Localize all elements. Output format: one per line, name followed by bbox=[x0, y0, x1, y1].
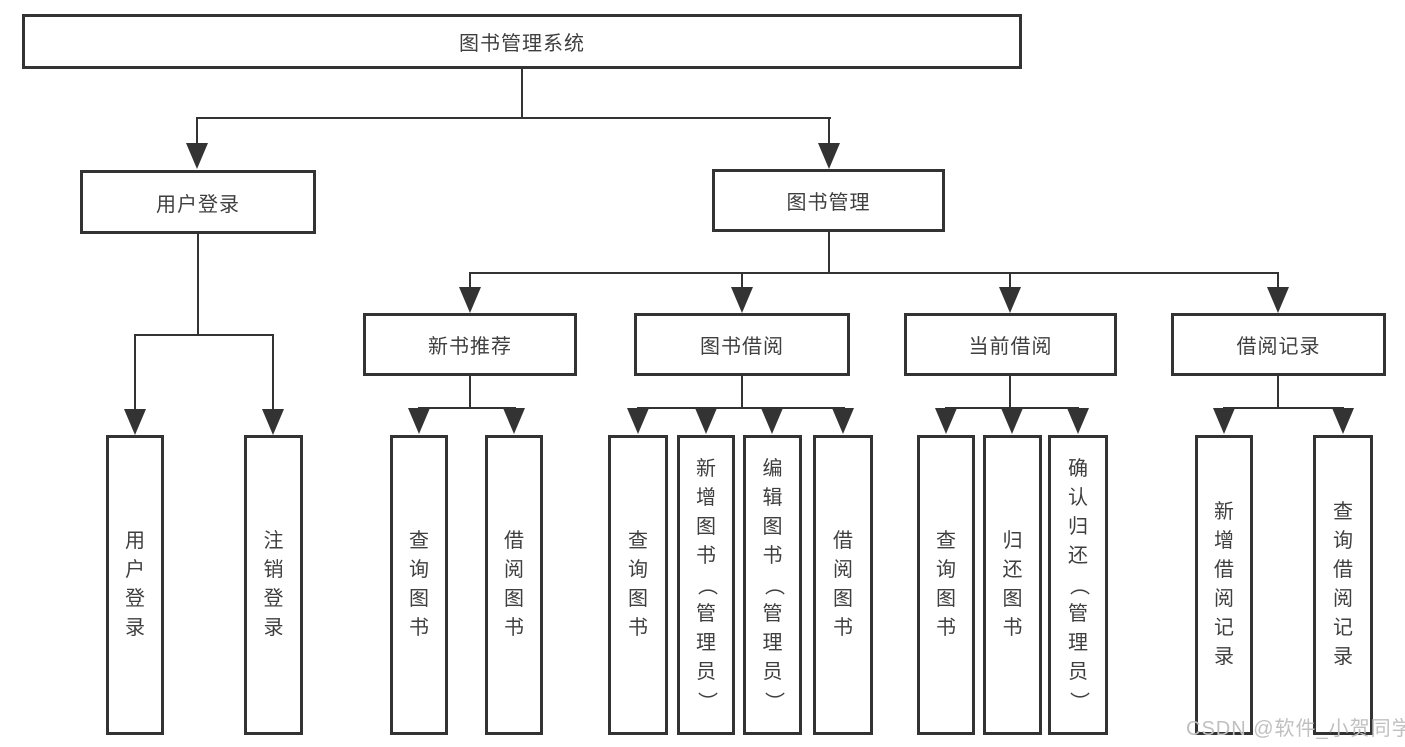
leaf-nb-borrow-books-label: 借阅图书 bbox=[504, 530, 524, 639]
leaf-cb-query-books-label: 查询图书 bbox=[936, 530, 956, 639]
node-current-borrowing-label: 当前借阅 bbox=[968, 336, 1053, 358]
arrow-to-br-query bbox=[1332, 408, 1354, 434]
connector-new-book-branch bbox=[418, 407, 516, 409]
arrow-to-book-management bbox=[818, 143, 840, 169]
csdn-watermark: CSDN @软件_小贺同学 bbox=[1186, 718, 1405, 740]
arrow-to-borrow-records bbox=[1267, 287, 1289, 313]
node-new-book-recommend: 新书推荐 bbox=[363, 313, 577, 376]
leaf-br-add-record-label: 新增借阅记录 bbox=[1214, 501, 1234, 668]
node-book-management-label: 图书管理 bbox=[786, 192, 871, 214]
leaf-br-query-record: 查询借阅记录 bbox=[1313, 435, 1373, 735]
leaf-bb-query-books: 查询图书 bbox=[608, 435, 668, 735]
connector-drop-user-login bbox=[196, 117, 198, 145]
leaf-bb-borrow-books: 借阅图书 bbox=[813, 435, 873, 735]
leaf-cb-return-books-label: 归还图书 bbox=[1002, 530, 1023, 639]
leaf-cb-confirm-return-admin-label: 确认归还（管理员） bbox=[1067, 457, 1090, 712]
connector-root-stem bbox=[521, 69, 523, 119]
leaf-br-query-record-label: 查询借阅记录 bbox=[1333, 501, 1353, 668]
connector-branch-level1 bbox=[196, 117, 831, 119]
leaf-bb-borrow-books-label: 借阅图书 bbox=[833, 530, 853, 639]
connector-book-borrow-stem bbox=[741, 376, 743, 409]
connector-drop-current-borrow bbox=[1009, 272, 1011, 288]
node-book-management: 图书管理 bbox=[712, 169, 945, 232]
arrow-to-user-login bbox=[186, 143, 208, 169]
arrow-to-cb-confirm bbox=[1067, 408, 1089, 434]
node-new-book-recommend-label: 新书推荐 bbox=[428, 336, 512, 358]
arrow-to-br-add bbox=[1213, 408, 1235, 434]
leaf-user-login: 用户登录 bbox=[106, 435, 164, 735]
connector-book-borrow-branch bbox=[637, 407, 845, 409]
node-book-borrowing: 图书借阅 bbox=[634, 313, 850, 376]
node-user-login: 用户登录 bbox=[80, 170, 316, 234]
leaf-cb-query-books: 查询图书 bbox=[917, 435, 975, 735]
arrow-to-bb-edit bbox=[761, 408, 783, 434]
leaf-nb-query-books: 查询图书 bbox=[390, 435, 448, 735]
node-user-login-label: 用户登录 bbox=[156, 193, 240, 216]
connector-drop-book-management bbox=[828, 117, 830, 145]
node-root: 图书管理系统 bbox=[22, 14, 1022, 69]
connector-drop-logout-leaf bbox=[272, 334, 274, 410]
leaf-bb-add-books-admin-label: 新增图书（管理员） bbox=[695, 457, 718, 712]
connector-drop-new-book bbox=[469, 272, 471, 288]
connector-branch-level2 bbox=[469, 272, 1279, 274]
leaf-br-add-record: 新增借阅记录 bbox=[1195, 435, 1253, 735]
leaf-bb-edit-books-admin: 编辑图书（管理员） bbox=[743, 435, 802, 735]
arrow-to-cb-return bbox=[1001, 408, 1023, 434]
connector-user-login-branch bbox=[134, 334, 274, 336]
leaf-user-login-label: 用户登录 bbox=[125, 530, 145, 639]
connector-drop-borrow-records bbox=[1277, 272, 1279, 288]
arrow-to-nb-query bbox=[408, 408, 430, 434]
connector-drop-book-borrow bbox=[741, 272, 743, 288]
node-book-borrowing-label: 图书借阅 bbox=[700, 336, 784, 358]
node-current-borrowing: 当前借阅 bbox=[904, 313, 1117, 376]
arrow-to-current-borrow bbox=[999, 287, 1021, 313]
arrow-to-nb-borrow bbox=[503, 408, 525, 434]
arrow-to-bb-query bbox=[627, 408, 649, 434]
connector-current-borrow-stem bbox=[1009, 376, 1011, 409]
node-borrow-records: 借阅记录 bbox=[1171, 313, 1386, 376]
connector-book-management-stem bbox=[828, 232, 830, 274]
arrow-to-new-book bbox=[459, 287, 481, 313]
arrow-to-bb-add bbox=[695, 408, 717, 434]
connector-borrow-records-branch bbox=[1223, 407, 1344, 409]
leaf-cb-confirm-return-admin: 确认归还（管理员） bbox=[1048, 435, 1108, 735]
leaf-nb-query-books-label: 查询图书 bbox=[409, 530, 429, 639]
node-borrow-records-label: 借阅记录 bbox=[1236, 336, 1321, 358]
leaf-bb-edit-books-admin-label: 编辑图书（管理员） bbox=[762, 457, 784, 712]
arrow-to-logout-leaf bbox=[262, 409, 284, 435]
leaf-bb-query-books-label: 查询图书 bbox=[628, 530, 648, 639]
leaf-bb-add-books-admin: 新增图书（管理员） bbox=[677, 435, 735, 735]
connector-borrow-records-stem bbox=[1277, 376, 1279, 409]
leaf-logout-label: 注销登录 bbox=[263, 530, 284, 639]
arrow-to-login-leaf bbox=[124, 409, 146, 435]
node-root-label: 图书管理系统 bbox=[459, 33, 585, 55]
arrow-to-cb-query bbox=[935, 408, 957, 434]
leaf-nb-borrow-books: 借阅图书 bbox=[485, 435, 543, 735]
leaf-cb-return-books: 归还图书 bbox=[983, 435, 1042, 735]
connector-drop-login-leaf bbox=[134, 334, 136, 410]
arrow-to-bb-borrow bbox=[832, 408, 854, 434]
connector-user-login-stem bbox=[197, 234, 199, 336]
arrow-to-book-borrow bbox=[731, 287, 753, 313]
connector-new-book-stem bbox=[469, 376, 471, 409]
leaf-logout: 注销登录 bbox=[244, 435, 303, 735]
